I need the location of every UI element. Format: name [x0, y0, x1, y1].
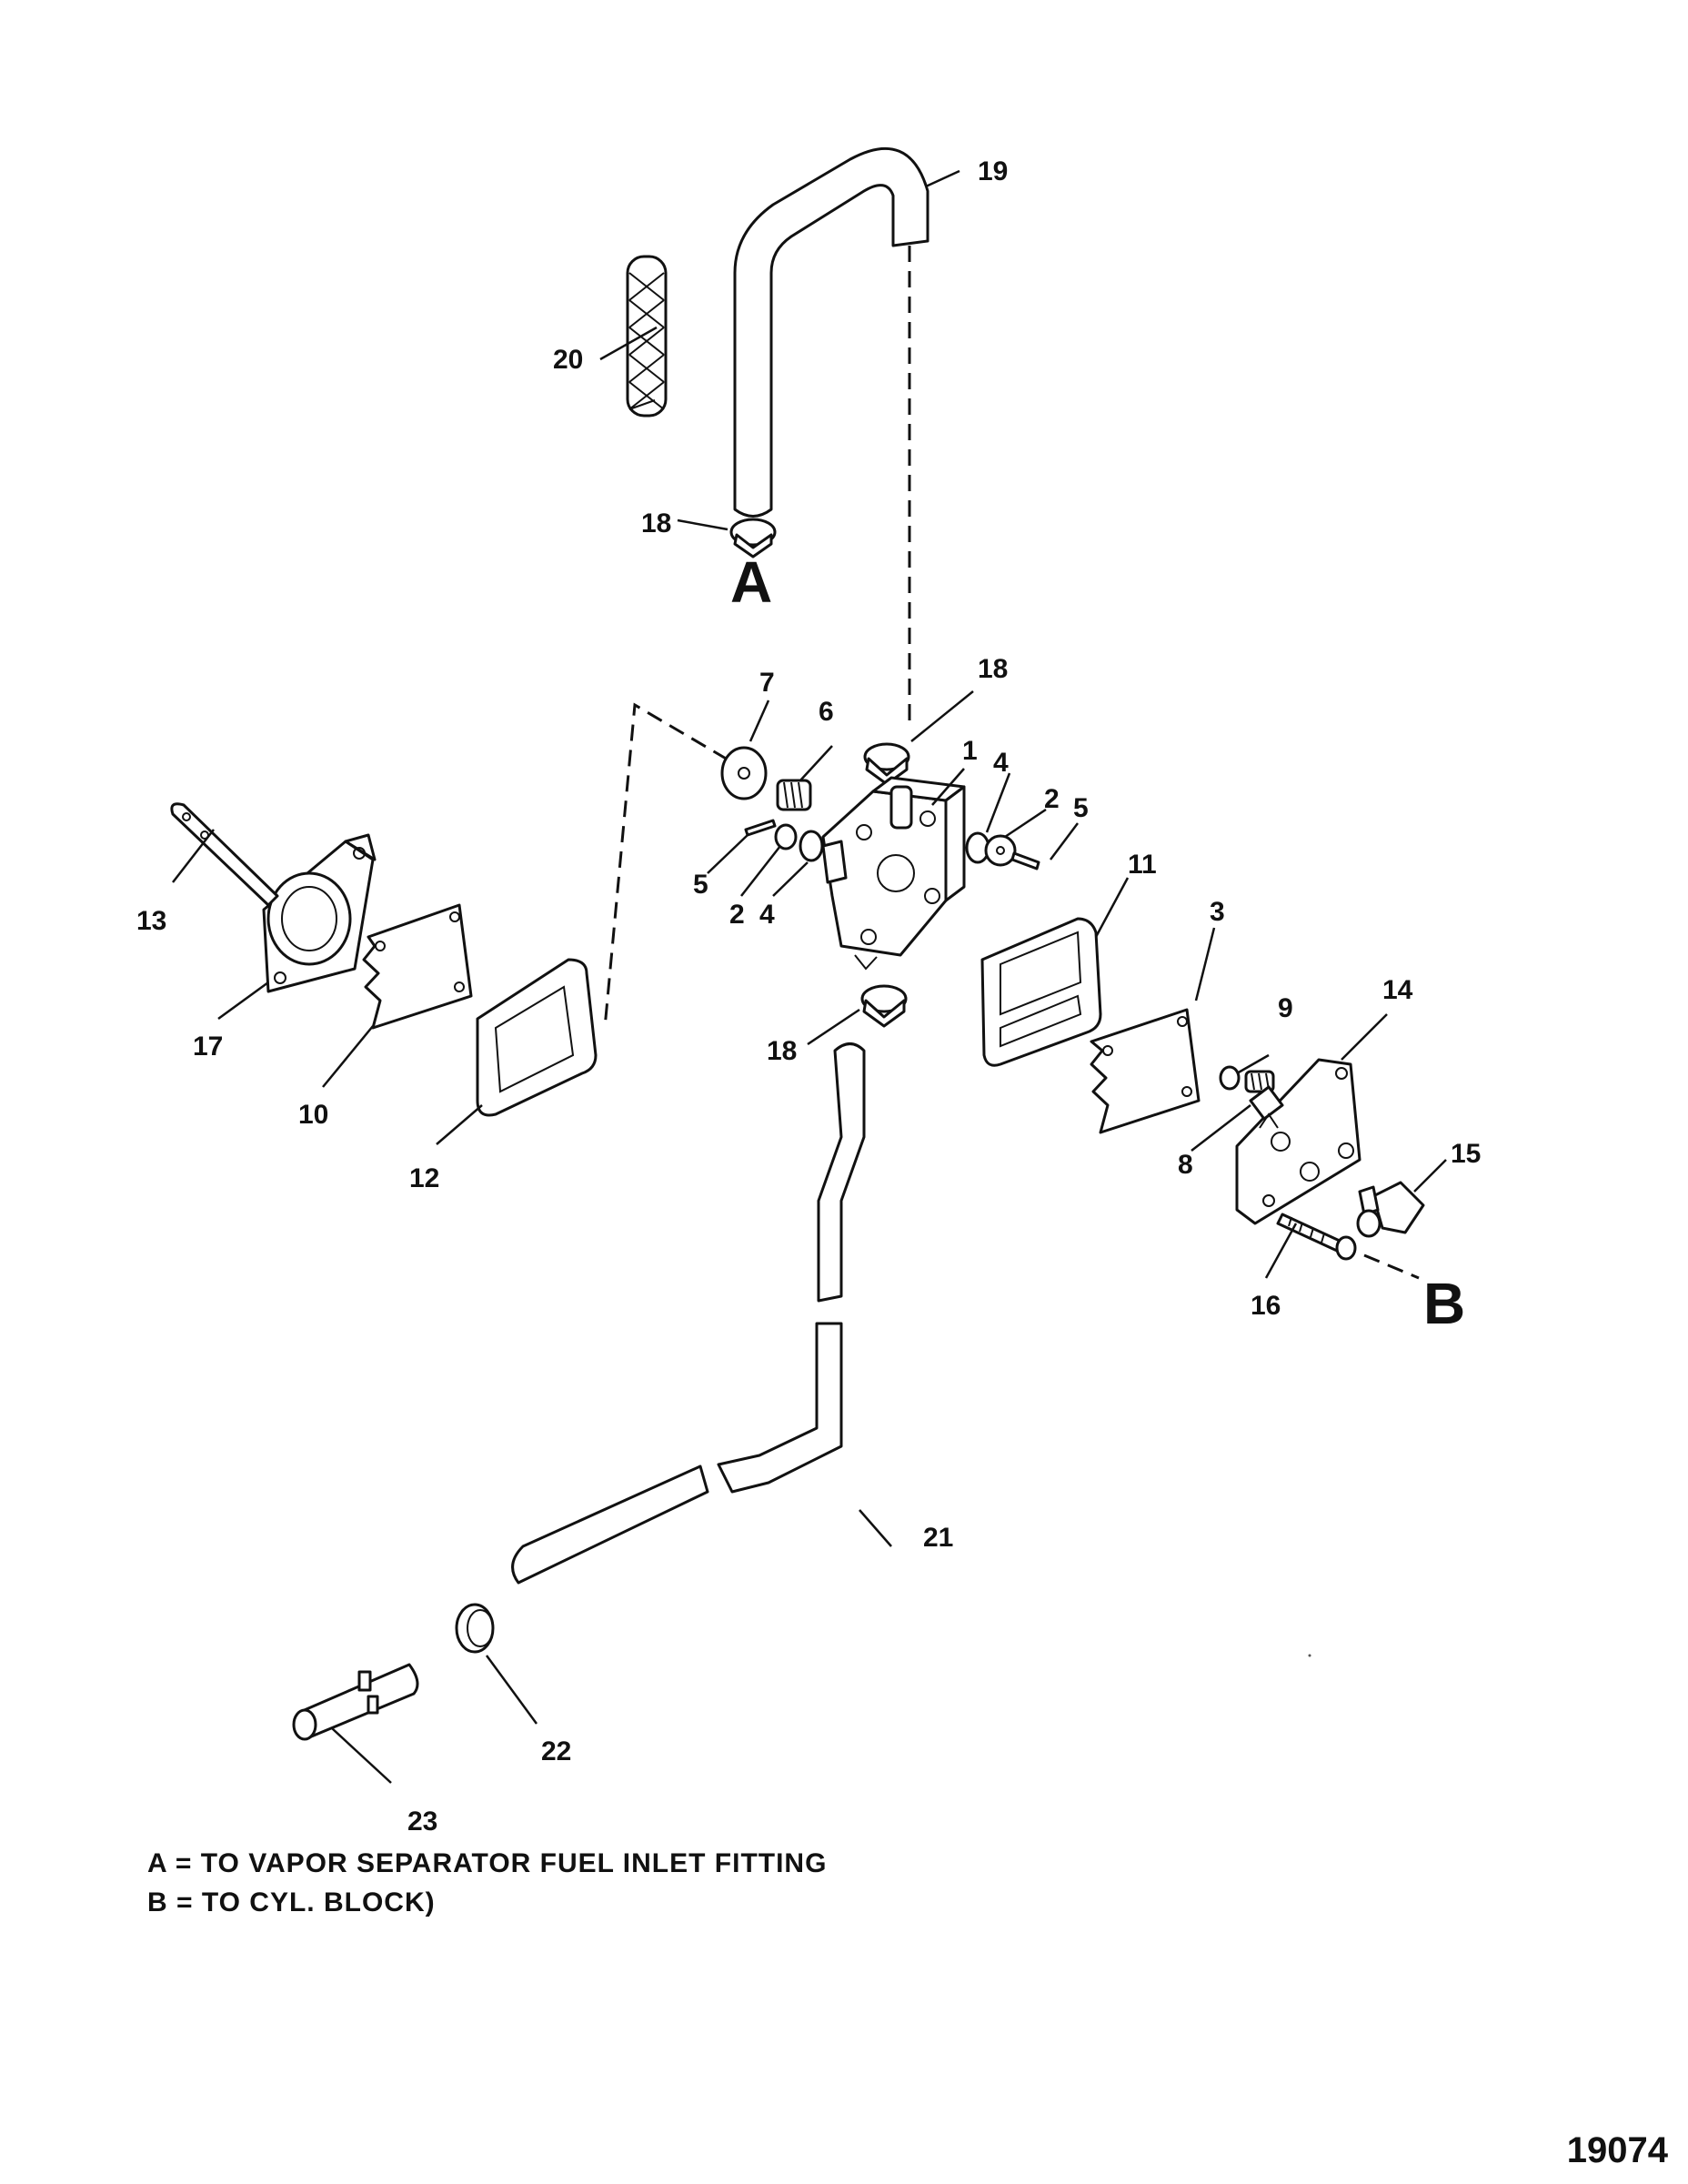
ref-letter-b: B — [1423, 1271, 1465, 1336]
callout-21: 21 — [923, 1523, 953, 1553]
stray-dot — [1308, 1654, 1311, 1657]
ref-letter-a: A — [730, 549, 772, 615]
callout-1: 1 — [962, 736, 978, 766]
shaft-13 — [170, 802, 279, 907]
plate-17 — [262, 833, 377, 993]
clamp-18-top — [729, 518, 777, 559]
gasket-12 — [476, 958, 598, 1117]
callout-11: 11 — [1128, 850, 1157, 880]
diaphragm-10 — [362, 903, 473, 1030]
callout-19: 19 — [978, 156, 1008, 186]
callout-4-left: 4 — [759, 900, 775, 930]
figure-number: 19074 — [1566, 2130, 1668, 2170]
clamp-22 — [455, 1603, 495, 1654]
screw-16 — [1276, 1213, 1357, 1261]
hose-19 — [733, 146, 929, 518]
callout-16: 16 — [1251, 1291, 1281, 1321]
legend-line-a: A = TO VAPOR SEPARATOR FUEL INLET FITTIN… — [147, 1848, 828, 1878]
callout-10: 10 — [298, 1100, 328, 1130]
cover-14 — [1235, 1058, 1361, 1225]
gasket-11 — [980, 917, 1102, 1067]
callout-2-left: 2 — [729, 900, 745, 930]
callout-14: 14 — [1382, 975, 1413, 1005]
callout-20: 20 — [553, 345, 583, 375]
check-valve-5-right — [1010, 851, 1040, 871]
callout-23: 23 — [407, 1807, 437, 1837]
pump-body-1 — [821, 776, 966, 971]
filter-screen-20 — [626, 255, 668, 418]
callout-18-pump-top: 18 — [978, 654, 1008, 684]
clamp-18-pump-top — [863, 742, 910, 786]
callout-8: 8 — [1178, 1150, 1193, 1180]
hose-21 — [511, 1042, 866, 1585]
washer-9 — [1219, 1065, 1241, 1091]
callout-2-right: 2 — [1044, 784, 1060, 814]
callout-22: 22 — [541, 1736, 571, 1766]
callout-17: 17 — [193, 1032, 223, 1062]
spring-8 — [1244, 1070, 1275, 1093]
valve-disc-2-left — [774, 823, 798, 850]
callout-3: 3 — [1210, 897, 1225, 927]
callout-13: 13 — [136, 906, 166, 936]
dashed-connection-pump-left — [603, 702, 728, 1029]
clamp-18-bottom — [860, 984, 908, 1028]
spring-6 — [776, 779, 812, 811]
callout-5-left: 5 — [693, 870, 708, 900]
callout-9: 9 — [1278, 993, 1293, 1023]
o-ring-4-left — [799, 830, 824, 862]
fitting-15 — [1356, 1181, 1425, 1238]
diaphragm-7 — [720, 746, 768, 800]
dashed-connection-b — [1363, 1253, 1420, 1280]
valve-disc-2-right — [984, 834, 1017, 867]
legend-line-b: B = TO CYL. BLOCK) — [147, 1887, 436, 1917]
leader-lines — [172, 169, 1447, 1784]
tee-fitting-23 — [292, 1663, 419, 1741]
callout-6: 6 — [819, 697, 834, 727]
callout-12: 12 — [409, 1163, 439, 1193]
diaphragm-3 — [1090, 1008, 1201, 1134]
callout-5-right: 5 — [1073, 793, 1089, 823]
callout-18-top: 18 — [641, 508, 671, 538]
callout-4-right: 4 — [993, 748, 1009, 778]
callout-7: 7 — [759, 668, 775, 698]
check-valve-5-left — [744, 819, 777, 837]
callout-15: 15 — [1451, 1139, 1481, 1169]
callout-18-bottom: 18 — [767, 1036, 797, 1066]
